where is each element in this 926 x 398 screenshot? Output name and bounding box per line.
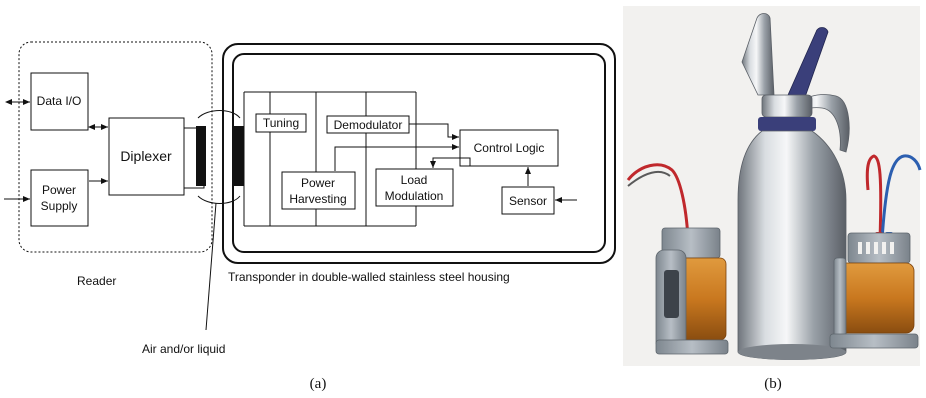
field-line-bottom [197,195,241,204]
diplexer-block [108,117,185,196]
right-coil-vent-1 [858,242,862,254]
bottle-nozzle-left [741,13,775,96]
power-supply-block [30,169,89,227]
diplexer-label: Diplexer [120,148,172,164]
reader-label: Reader [77,274,116,288]
right-coil-wire-blue [880,154,922,241]
power-supply-label-1: Power [42,183,76,197]
power-supply-label-2: Supply [41,199,78,213]
sensor-block [501,186,555,215]
medium-pointer-line [205,202,217,331]
tuning-label: Tuning [263,116,299,130]
reader-region [18,41,213,253]
power-harvesting-block [281,171,356,210]
housing-inner-wall [232,53,606,253]
demodulator-label: Demodulator [334,118,403,132]
left-coil [655,227,729,355]
control-logic-block [459,129,559,167]
right-coil-wire-red [865,154,883,241]
right-coil-vent-2 [866,242,870,254]
right-coil-frame-side [833,257,847,345]
left-coil-foot [655,339,729,355]
caption-b: (b) [764,376,782,392]
sensor-label: Sensor [509,194,547,208]
control-logic-label: Control Logic [474,141,545,155]
bottle-cap-band [758,117,816,131]
left-coil-core-window [664,270,679,318]
right-coil-vent-5 [890,242,894,254]
right-coil-winding [837,262,915,334]
photo-panel: (b) [623,6,922,392]
bottle-head [761,94,813,118]
harvest-to-control-arrow [334,144,459,171]
bottle-nozzle-right [787,27,829,101]
bottle-base [738,344,846,360]
tuning-block [255,113,307,133]
load-modulation-label-2: Modulation [385,189,444,203]
reader-coil [196,126,206,186]
housing-outer-wall [222,43,616,264]
bottle-body [737,130,847,360]
steel-bottle [737,13,850,360]
data-io-label: Data I/O [37,94,82,108]
left-coil-wire-red [626,163,690,239]
data-io-block [30,72,89,131]
right-coil-vent-4 [882,242,886,254]
field-line-top [197,110,241,119]
transponder-label: Transponder in double-walled stainless s… [228,270,510,284]
transponder-coil [234,126,244,186]
caption-a: (a) [310,376,327,392]
medium-label: Air and/or liquid [142,342,225,356]
right-coil-frame-top [847,232,911,264]
block-diagram: Data I/O Power Supply Diplexer [4,41,616,392]
power-harvesting-label-2: Harvesting [289,192,346,206]
power-harvesting-label-1: Power [301,176,335,190]
load-modulation-block [375,168,454,207]
control-to-load-arrow [430,157,471,168]
demod-to-control-arrow [409,123,459,140]
left-coil-wire-grey [627,170,671,187]
right-coil-foot [829,333,919,349]
right-coil [829,232,919,349]
load-modulation-label-1: Load [401,173,428,187]
right-coil-vent-3 [874,242,878,254]
